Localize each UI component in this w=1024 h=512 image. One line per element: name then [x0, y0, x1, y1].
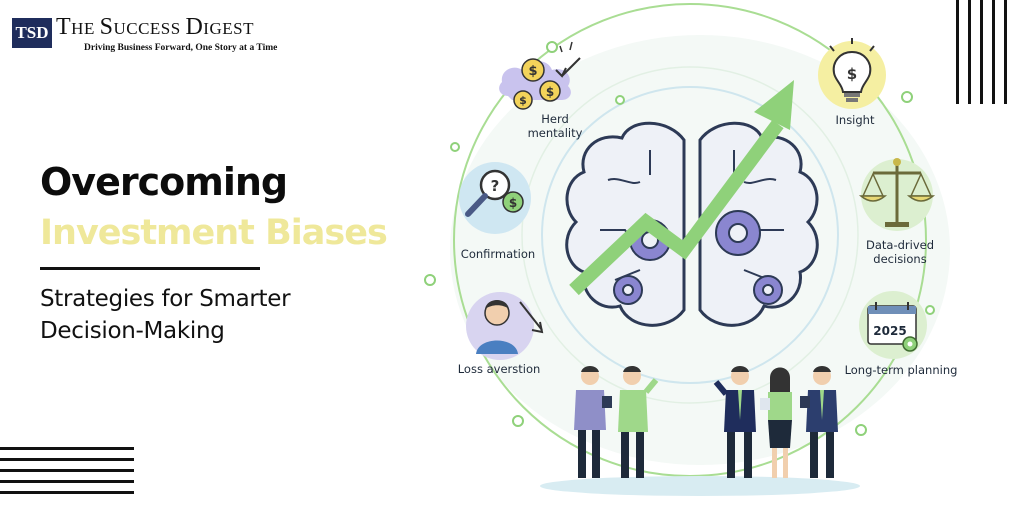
person-down-arrow-icon — [466, 292, 544, 360]
business-team-illustration — [574, 366, 838, 478]
label-loss-aversion: Loss averstion — [457, 362, 541, 376]
headline-subtitle: Strategies for Smarter Decision-Making — [40, 286, 291, 344]
svg-text:2025: 2025 — [873, 324, 906, 338]
inner-orbit-ring — [541, 86, 839, 384]
headline-investment-biases: Investment Biases — [40, 213, 388, 253]
site-logo[interactable]: TSD THE SUCCESS DIGEST Driving Business … — [12, 14, 277, 58]
decorative-vertical-lines — [952, 0, 1012, 104]
logo-tagline: Driving Business Forward, One Story at a… — [84, 43, 278, 53]
svg-text:$: $ — [519, 94, 527, 107]
outer-orbit-ring — [453, 3, 927, 477]
magnifier-dollar-icon: ? $ — [459, 162, 531, 234]
svg-text:$: $ — [847, 65, 857, 83]
headline-overcoming: Overcoming — [40, 160, 288, 204]
headline-divider — [40, 267, 260, 270]
logo-abbreviation: TSD — [12, 18, 52, 48]
svg-text:$: $ — [546, 85, 554, 99]
growth-arrow-icon — [569, 80, 794, 296]
scales-icon — [858, 158, 936, 231]
lightbulb-dollar-icon: $ — [818, 38, 886, 109]
calendar-icon: 2025 — [859, 291, 927, 359]
label-long-term-planning: Long-term planning — [844, 363, 958, 377]
svg-text:$: $ — [528, 64, 537, 79]
label-insight: Insight — [835, 113, 875, 127]
svg-text:$: $ — [509, 196, 517, 210]
decorative-horizontal-lines — [0, 447, 134, 497]
label-confirmation: Confirmation — [460, 247, 536, 261]
logo-name: THE SUCCESS DIGEST — [56, 14, 254, 40]
svg-text:?: ? — [491, 177, 500, 195]
money-cloud-icon: $ $ $ — [499, 41, 581, 110]
